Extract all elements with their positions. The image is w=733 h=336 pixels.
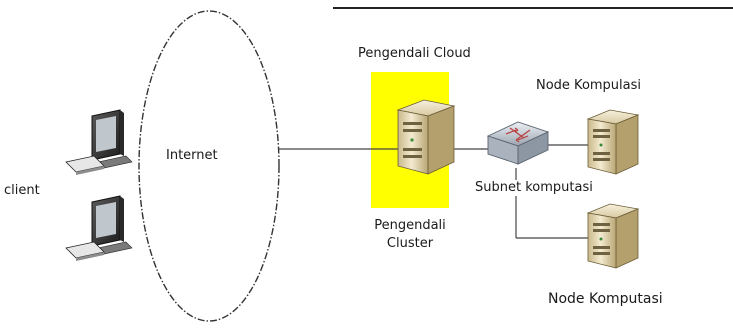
client-label: client [4, 183, 40, 198]
node-top-label: Node Kompulasi [536, 78, 642, 93]
desktop-computer-icon [65, 109, 133, 175]
internet-label: Internet [166, 148, 218, 163]
connection-lines [279, 144, 595, 239]
subnet-label: Subnet komputasi [474, 180, 594, 196]
network-switch-icon [486, 121, 550, 165]
node-bottom-label: Node Komputasi [548, 291, 663, 307]
cluster-controller-label-line2: Cluster [386, 236, 434, 251]
server-tower-icon [586, 203, 640, 269]
server-tower-icon [396, 99, 456, 175]
cloud-controller-label: Pengendali Cloud [358, 46, 471, 61]
cluster-controller-label-line1: Pengendali [374, 218, 446, 233]
server-tower-icon [586, 109, 640, 175]
internet-cloud-ellipse [138, 10, 280, 322]
desktop-computer-icon [65, 195, 133, 261]
